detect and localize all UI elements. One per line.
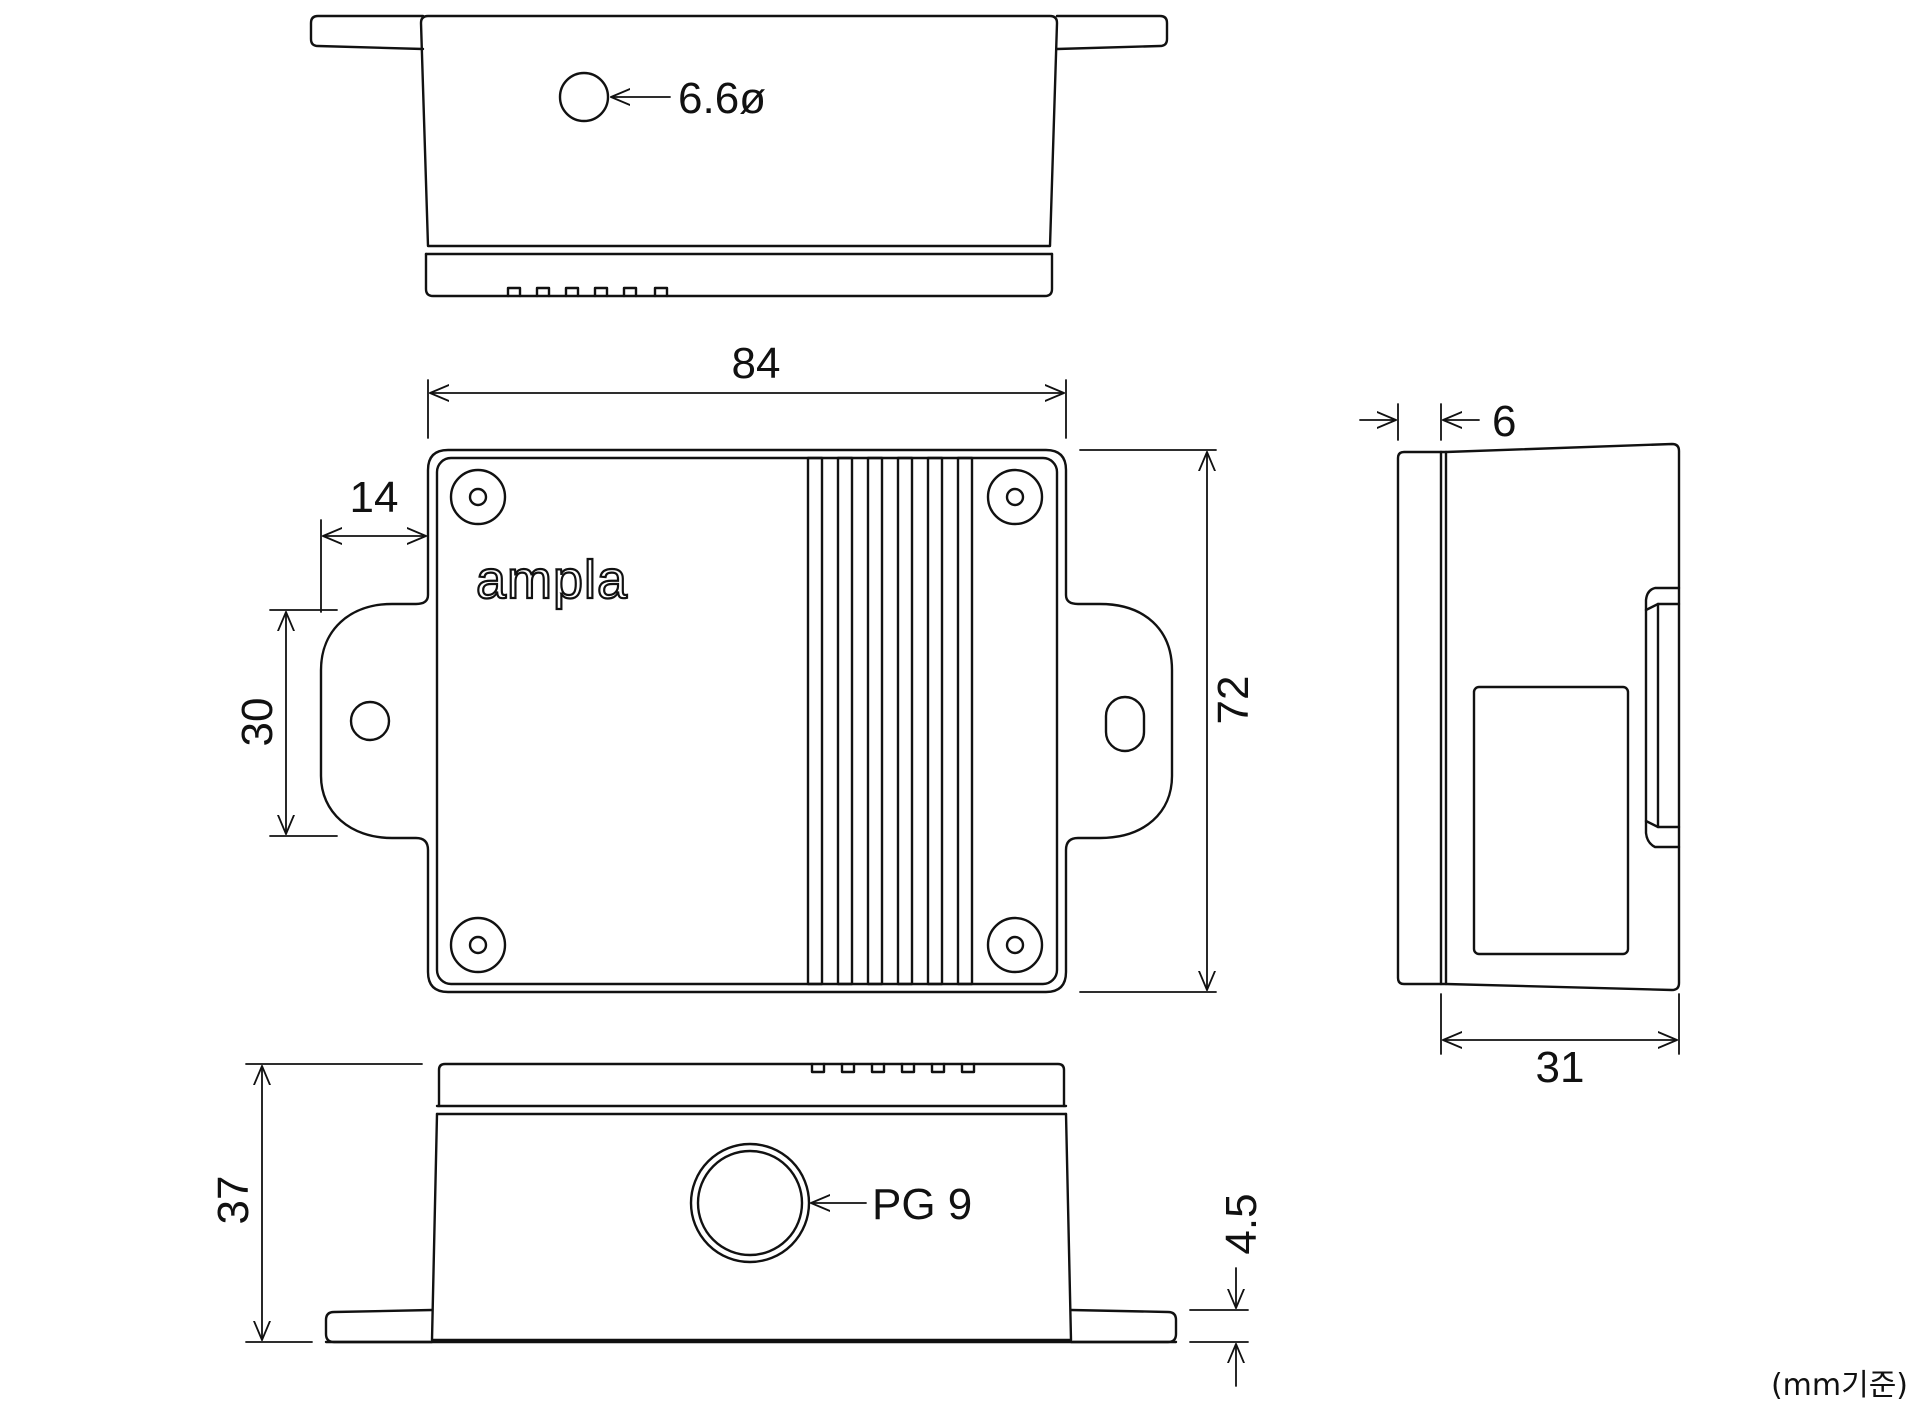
bottom-view-left-flange: [324, 1308, 434, 1344]
top-view-lid: [424, 252, 1054, 298]
bottom-view-right-flange: [1069, 1308, 1178, 1344]
right-tab-slot: [1104, 695, 1146, 753]
front-view-outline: [319, 448, 1174, 994]
tab-width-dim-label: 30: [233, 698, 282, 747]
lid-dim-label: 6: [1492, 397, 1516, 446]
gland-label: PG 9: [872, 1180, 972, 1229]
side-view-window: [1472, 685, 1630, 956]
screw-top-left: [449, 468, 507, 526]
front-view: ampla 84 72 14 30: [233, 339, 1258, 994]
cable-gland-inner: [696, 1149, 804, 1257]
top-view-body: [419, 14, 1059, 248]
top-view: 6.6ø: [309, 14, 1169, 298]
bottom-view-vent-notches: [810, 1062, 976, 1074]
bottom-view-lid: [437, 1062, 1066, 1108]
cable-gland-outer: [689, 1142, 811, 1264]
screw-bottom-right: [986, 916, 1044, 974]
unit-note: (mm기준): [1771, 1368, 1908, 1403]
side-view-bracket: [1644, 586, 1681, 849]
top-view-vent-notches: [506, 286, 669, 298]
side-view-lid: [1396, 450, 1448, 986]
screw-top-right: [986, 468, 1044, 526]
hole-diameter-label: 6.6ø: [678, 74, 766, 123]
flange-dim-label: 4.5: [1217, 1193, 1266, 1254]
top-view-left-flange: [309, 14, 425, 51]
vent-slots: [806, 456, 974, 986]
tab-offset-dim-label: 14: [350, 473, 399, 522]
screw-bottom-left: [449, 916, 507, 974]
bottom-height-dim-label: 37: [209, 1176, 258, 1225]
bottom-view: PG 9 37 4.5: [209, 1062, 1266, 1387]
width-dim-label: 84: [732, 339, 781, 388]
top-view-right-flange: [1055, 14, 1169, 51]
ampla-logo: ampla: [476, 550, 628, 610]
top-view-mount-hole: [558, 71, 610, 123]
left-tab-hole: [349, 700, 391, 742]
front-view-lid: [435, 456, 1059, 986]
height-dim-label: 72: [1209, 676, 1258, 725]
depth-dim-label: 31: [1536, 1043, 1585, 1092]
bottom-view-body: [430, 1112, 1073, 1342]
side-view: 6 31: [1359, 397, 1681, 1092]
side-view-body: [1444, 442, 1681, 992]
